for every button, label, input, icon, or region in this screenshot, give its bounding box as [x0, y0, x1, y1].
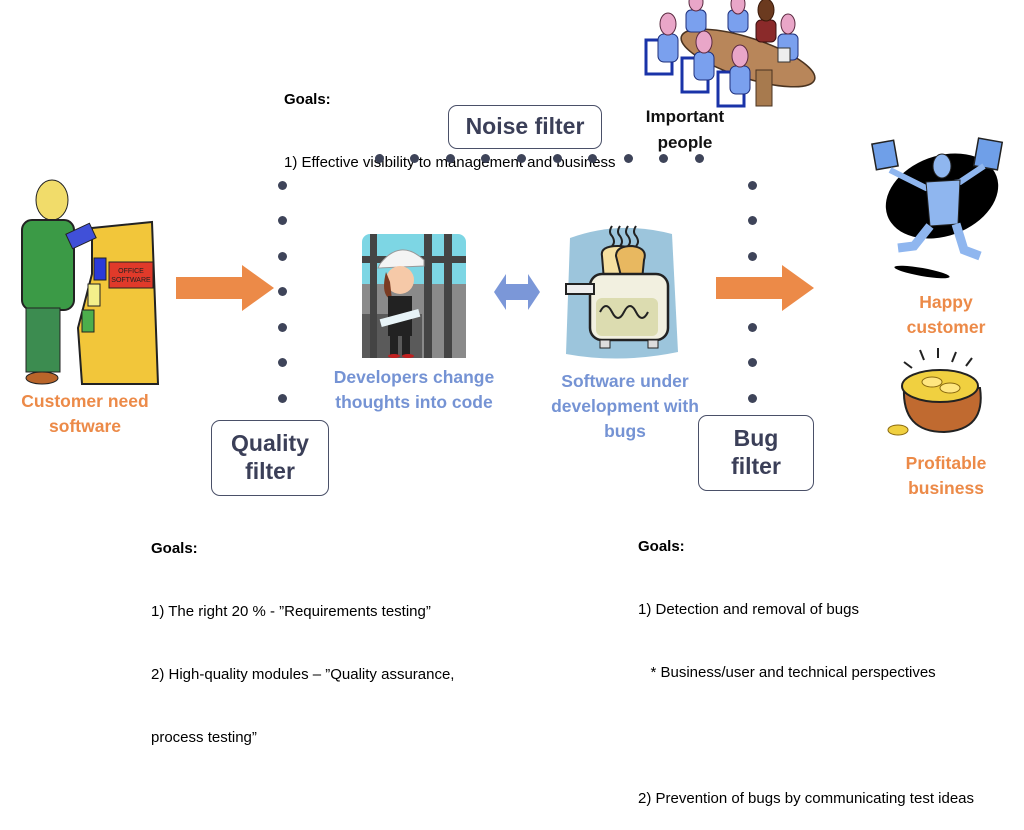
- bug-filter-dot: [747, 180, 757, 190]
- profitable-business-label: Profitable business: [880, 451, 1012, 501]
- bug-filter-line1: Bug: [733, 425, 779, 452]
- noise-filter-label: Noise filter: [465, 113, 585, 140]
- quality-filter-dot: [277, 358, 287, 367]
- customer-need-line2: software: [49, 416, 121, 436]
- quality-filter-box: Quality filter: [211, 420, 329, 496]
- bug-goals-item: 2) Prevention of bugs by communicating t…: [638, 790, 975, 807]
- noise-filter-dot: [588, 153, 598, 163]
- flow-arrow-right: [716, 265, 816, 311]
- noise-filter-dot: [481, 153, 491, 163]
- noise-filter-box: Noise filter: [448, 105, 602, 149]
- bug-goals-item: [638, 725, 974, 746]
- svg-text:OFFICE: OFFICE: [118, 268, 144, 275]
- quality-goals-item: 2) High-quality modules – ”Quality assur…: [151, 666, 455, 683]
- profitable-business-line1: Profitable: [905, 453, 987, 473]
- quality-goals: Goals: 1) The right 20 % - ”Requirements…: [151, 496, 454, 769]
- customer-kiosk-icon: OFFICE SOFTWARE: [12, 178, 162, 388]
- software-bugs-line1: Software under: [561, 371, 689, 391]
- quality-filter-line1: Quality: [231, 430, 309, 457]
- quality-filter-dot: [277, 180, 287, 190]
- happy-customer-label: Happy customer: [880, 290, 1012, 340]
- happy-customer-line2: customer: [906, 317, 986, 337]
- bug-goals-item: 1) Detection and removal of bugs: [638, 601, 859, 618]
- noise-filter-dot: [552, 153, 562, 163]
- developers-line1: Developers change: [333, 367, 495, 387]
- bug-filter-dot: [747, 358, 757, 367]
- software-bugs-label: Software under development with bugs: [538, 369, 712, 444]
- noise-filter-dot: [516, 153, 526, 163]
- noise-filter-dot: [410, 153, 420, 163]
- gold-pot-icon: [882, 348, 992, 440]
- bug-filter-dot: [747, 322, 757, 332]
- quality-filter-dot: [277, 393, 287, 403]
- software-bugs-line2: development with: [551, 396, 699, 416]
- bug-filter-line2: filter: [731, 453, 781, 479]
- profitable-business-line2: business: [908, 478, 984, 498]
- noise-filter-dot: [623, 153, 633, 163]
- noise-filter-dot: [374, 153, 384, 163]
- important-people-line2: people: [657, 133, 713, 152]
- bug-filter-dot: [747, 216, 757, 225]
- bug-goals-heading: Goals:: [638, 538, 685, 555]
- quality-filter-dot: [277, 216, 287, 225]
- bug-goals: Goals: 1) Detection and removal of bugs …: [638, 494, 974, 830]
- jumping-person-icon: [868, 136, 1008, 286]
- bug-filter-box: Bug filter: [698, 415, 814, 491]
- noise-filter-dot: [694, 153, 704, 163]
- developer-hardhat-icon: [362, 234, 466, 358]
- bug-filter-dot: [747, 251, 757, 261]
- bug-filter-dot: [747, 393, 757, 403]
- happy-customer-line1: Happy: [919, 292, 973, 312]
- important-people-label: Important people: [628, 104, 742, 156]
- customer-need-label: Customer need software: [8, 389, 162, 439]
- customer-need-line1: Customer need: [21, 391, 149, 411]
- quality-goals-item: process testing”: [151, 729, 257, 746]
- bug-goals-item: * Business/user and technical perspectiv…: [638, 664, 936, 681]
- noise-filter-dot: [445, 153, 455, 163]
- quality-goals-item: 1) The right 20 % - ”Requirements testin…: [151, 603, 431, 620]
- quality-filter-dot: [277, 322, 287, 332]
- quality-goals-heading: Goals:: [151, 540, 198, 557]
- developers-line2: thoughts into code: [335, 392, 493, 412]
- quality-filter-line2: filter: [245, 458, 295, 484]
- developers-label: Developers change thoughts into code: [322, 365, 506, 415]
- feedback-double-arrow: [494, 274, 540, 310]
- quality-filter-dot: [277, 251, 287, 261]
- important-people-line1: Important: [645, 107, 725, 126]
- top-goals-heading: Goals:: [284, 91, 331, 108]
- noise-filter-dot: [659, 153, 669, 163]
- meeting-table-icon: [638, 0, 818, 112]
- quality-filter-dot: [277, 287, 287, 296]
- software-bugs-line3: bugs: [604, 421, 646, 441]
- toaster-icon: [560, 224, 684, 360]
- svg-text:SOFTWARE: SOFTWARE: [111, 277, 151, 284]
- flow-arrow-left: [176, 265, 276, 311]
